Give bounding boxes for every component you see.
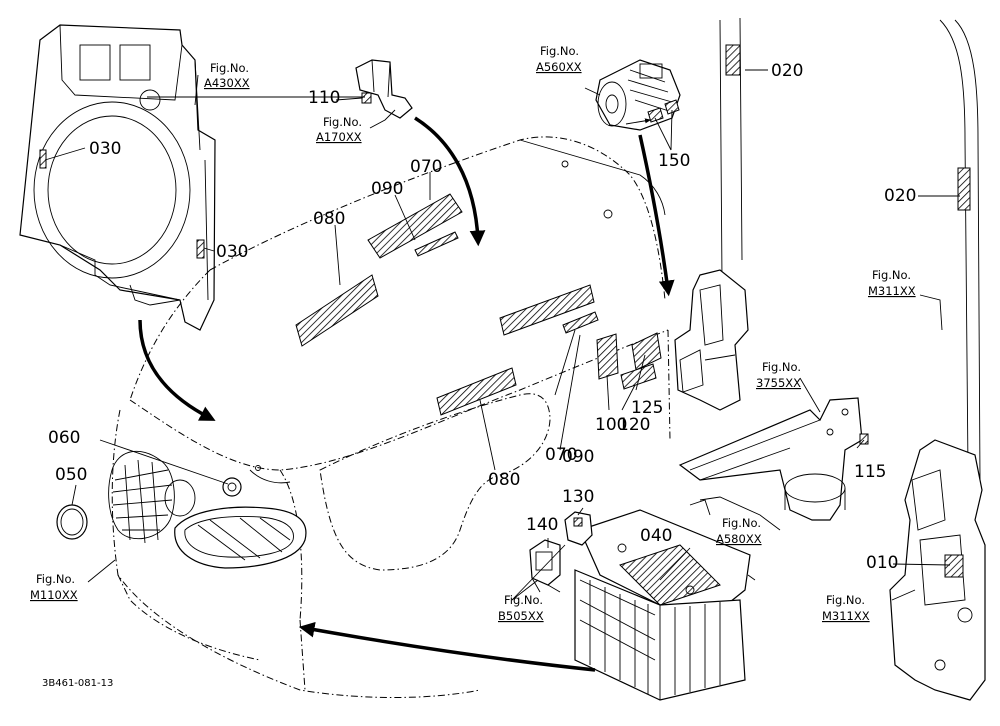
callout-110: 110 (308, 88, 340, 108)
callout-150: 150 (658, 151, 690, 171)
decal-120 (620, 363, 657, 390)
callout-030-a: 030 (89, 139, 121, 159)
callout-070-a: 070 (410, 157, 442, 177)
fig-label-m311-bottom: Fig.No. (826, 593, 865, 607)
leader-lines (44, 69, 960, 601)
rops-frame-left-part (674, 17, 749, 411)
assembly-arrows (138, 116, 675, 672)
fig-code-a560: A560XX (536, 60, 582, 74)
radiator-shroud-part (19, 24, 216, 331)
decal-070-top (367, 193, 463, 259)
bracket-part (355, 59, 413, 119)
arrow-starter-to-hood (638, 134, 675, 297)
callout-070-b: 070 (545, 445, 577, 465)
arrow-battery-to-hood (298, 621, 596, 672)
callout-020-b: 020 (884, 186, 916, 206)
callout-130: 130 (562, 487, 594, 507)
fig-code-b505: B505XX (498, 609, 544, 623)
callout-060: 060 (48, 428, 80, 448)
emblem-part (56, 504, 88, 540)
bonnet-part (108, 136, 671, 698)
callout-120: 120 (618, 415, 650, 435)
fig-label-a430: Fig.No. (210, 61, 249, 75)
decal-080-side (436, 367, 517, 416)
rops-frame-right-part (889, 19, 986, 701)
decal-080-top (295, 274, 379, 347)
callout-030-b: 030 (216, 242, 248, 262)
fig-label-m110: Fig.No. (36, 572, 75, 586)
fig-code-a430: A430XX (204, 76, 250, 90)
fig-code-m311-bottom: M311XX (822, 609, 870, 623)
battery-bracket-part (678, 397, 869, 531)
fig-label-a560: Fig.No. (540, 44, 579, 58)
callout-040: 040 (640, 526, 672, 546)
callout-010: 010 (866, 553, 898, 573)
callout-050: 050 (55, 465, 87, 485)
decal-090-side (562, 311, 599, 334)
fig-refs: Fig.No. A430XX Fig.No. A170XX Fig.No. A5… (30, 44, 916, 623)
callout-090-a: 090 (371, 179, 403, 199)
drawing-code: 3B461-081-13 (42, 678, 113, 689)
starter-motor-part (595, 59, 681, 131)
callout-125: 125 (631, 398, 663, 418)
fig-label-m311-top: Fig.No. (872, 268, 911, 282)
fig-code-m311-top: M311XX (868, 284, 916, 298)
battery-part (574, 509, 751, 701)
fig-label-a580: Fig.No. (722, 516, 761, 530)
callout-115: 115 (854, 462, 886, 482)
fig-code-a580: A580XX (716, 532, 762, 546)
arrow-shroud-to-hood (138, 319, 216, 421)
callout-020-a: 020 (771, 61, 803, 81)
callout-numbers: 030 030 110 070 090 080 020 150 020 060 … (48, 61, 916, 573)
callout-140: 140 (526, 515, 558, 535)
fig-code-a170: A170XX (316, 130, 362, 144)
callout-080-b: 080 (488, 470, 520, 490)
fig-code-m110: M110XX (30, 588, 78, 602)
fig-code-3755: 3755XX (756, 376, 801, 390)
fig-label-3755: Fig.No. (762, 360, 801, 374)
decal-090-top (414, 231, 459, 257)
callout-100: 100 (595, 415, 627, 435)
callout-080-a: 080 (313, 209, 345, 229)
arrow-bracket-to-hood (414, 116, 486, 247)
decal-070-side (499, 284, 595, 336)
decal-100 (596, 333, 619, 380)
callout-090-b: 090 (562, 447, 594, 467)
fig-label-a170: Fig.No. (323, 115, 362, 129)
hood-decals (295, 193, 662, 416)
fig-label-b505: Fig.No. (504, 593, 543, 607)
decal-125 (631, 332, 662, 371)
